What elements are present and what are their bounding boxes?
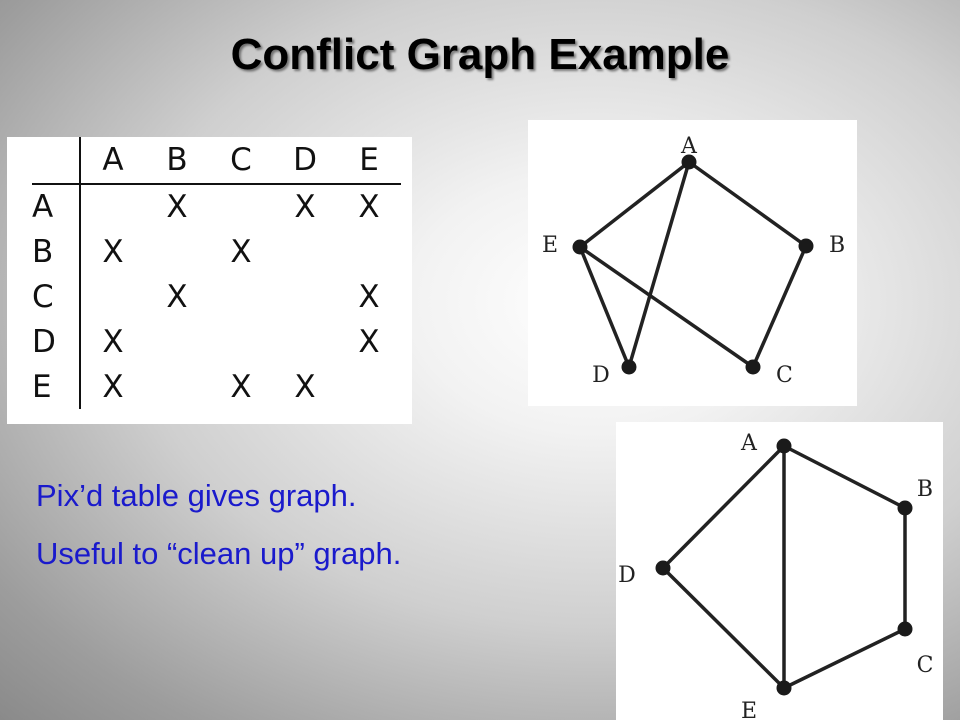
- caption-line-1: Pix’d table gives graph.: [36, 478, 357, 513]
- graph-node-c: [897, 621, 913, 637]
- table-cell: X: [102, 233, 124, 270]
- graph-edge-e-d: [578, 246, 631, 368]
- table-cell: [145, 364, 209, 409]
- graph-node-a: [681, 154, 697, 170]
- table-cell: [80, 274, 145, 319]
- table-cell: [337, 229, 401, 274]
- conflict-graph-2: A B C D E: [616, 422, 943, 720]
- graph-node-label-c: C: [776, 363, 793, 388]
- table-header-row: A B C D E: [32, 137, 401, 185]
- graph-node-e: [572, 239, 588, 255]
- table-cell: [209, 319, 273, 364]
- table-row-header: D: [32, 319, 81, 364]
- table-cell: X: [230, 233, 252, 270]
- conflict-graph-2-canvas: A B C D E: [618, 431, 934, 720]
- graph-node-label-a: A: [740, 431, 758, 456]
- table-cell: X: [294, 189, 316, 225]
- table-row-header: B: [32, 229, 81, 274]
- graph-node-label-d: D: [618, 563, 636, 588]
- graph-edge-b-c: [751, 245, 808, 368]
- caption: Pix’d table gives graph. Useful to “clea…: [36, 476, 401, 592]
- graph-edge-d-e: [661, 566, 786, 690]
- table-row: E X X X: [32, 364, 401, 409]
- table-cell: X: [166, 278, 188, 315]
- graph-node-label-e: E: [542, 233, 558, 258]
- table-cell: X: [294, 368, 316, 405]
- table-row-header: A: [32, 184, 81, 229]
- table-row: D X X: [32, 319, 401, 364]
- table-cell: X: [230, 368, 252, 405]
- graph-node-label-e: E: [741, 699, 757, 720]
- table-cell: X: [358, 323, 380, 360]
- graph-node-label-b: B: [829, 233, 845, 258]
- table-row: C X X: [32, 274, 401, 319]
- table-cell: [273, 229, 337, 274]
- graph-node-c: [745, 359, 761, 375]
- table-cell: X: [102, 323, 124, 360]
- conflict-graph-1-canvas: A B C D E: [542, 134, 845, 388]
- conflict-table: A B C D E A X X X B X X C X X: [7, 137, 412, 424]
- table-col-header: A: [80, 137, 145, 185]
- table-cell: [273, 319, 337, 364]
- table-cell: [80, 184, 145, 229]
- table-cell: X: [358, 189, 380, 225]
- table-row-header: C: [32, 274, 81, 319]
- graph-edge-e-c: [579, 245, 754, 369]
- table-cell: [145, 319, 209, 364]
- graph-node-label-d: D: [592, 363, 610, 388]
- table-cell: X: [102, 368, 124, 405]
- caption-line-2: Useful to “clean up” graph.: [36, 536, 402, 571]
- graph-node-b: [897, 500, 913, 516]
- graph-node-label-b: B: [917, 477, 933, 502]
- table-cell: [337, 364, 401, 409]
- graph-edge-a-d: [661, 444, 786, 570]
- table-col-header: C: [209, 137, 273, 185]
- table-cell: X: [166, 189, 188, 225]
- table-row-header: E: [32, 364, 81, 409]
- table-row: A X X X: [32, 184, 401, 229]
- graph-edge-c-e: [783, 627, 906, 690]
- graph-edge-a-b: [783, 444, 906, 510]
- graph-edge-a-d: [627, 161, 691, 368]
- table-corner-cell: [32, 137, 81, 185]
- table-row: B X X: [32, 229, 401, 274]
- graph-edge-a-b: [687, 160, 808, 248]
- graph-node-b: [798, 238, 814, 254]
- slide-title: Conflict Graph Example: [230, 30, 730, 79]
- graph-node-e: [776, 680, 792, 696]
- graph-node-a: [776, 438, 792, 454]
- graph-node-label-a: A: [680, 134, 698, 159]
- table-cell: [145, 229, 209, 274]
- conflict-graph-1: A B C D E: [528, 120, 857, 406]
- table-col-header: D: [273, 137, 337, 185]
- table-cell: [209, 274, 273, 319]
- graph-node-d: [655, 560, 671, 576]
- graph-edge-a-e: [578, 160, 691, 249]
- table-col-header: B: [145, 137, 209, 185]
- graph-node-label-c: C: [917, 653, 934, 678]
- table-cell: [209, 184, 273, 229]
- graph-node-d: [621, 359, 637, 375]
- conflict-table-grid: A B C D E A X X X B X X C X X: [32, 137, 401, 409]
- table-cell: X: [358, 278, 380, 315]
- table-col-header: E: [337, 137, 401, 185]
- table-cell: [273, 274, 337, 319]
